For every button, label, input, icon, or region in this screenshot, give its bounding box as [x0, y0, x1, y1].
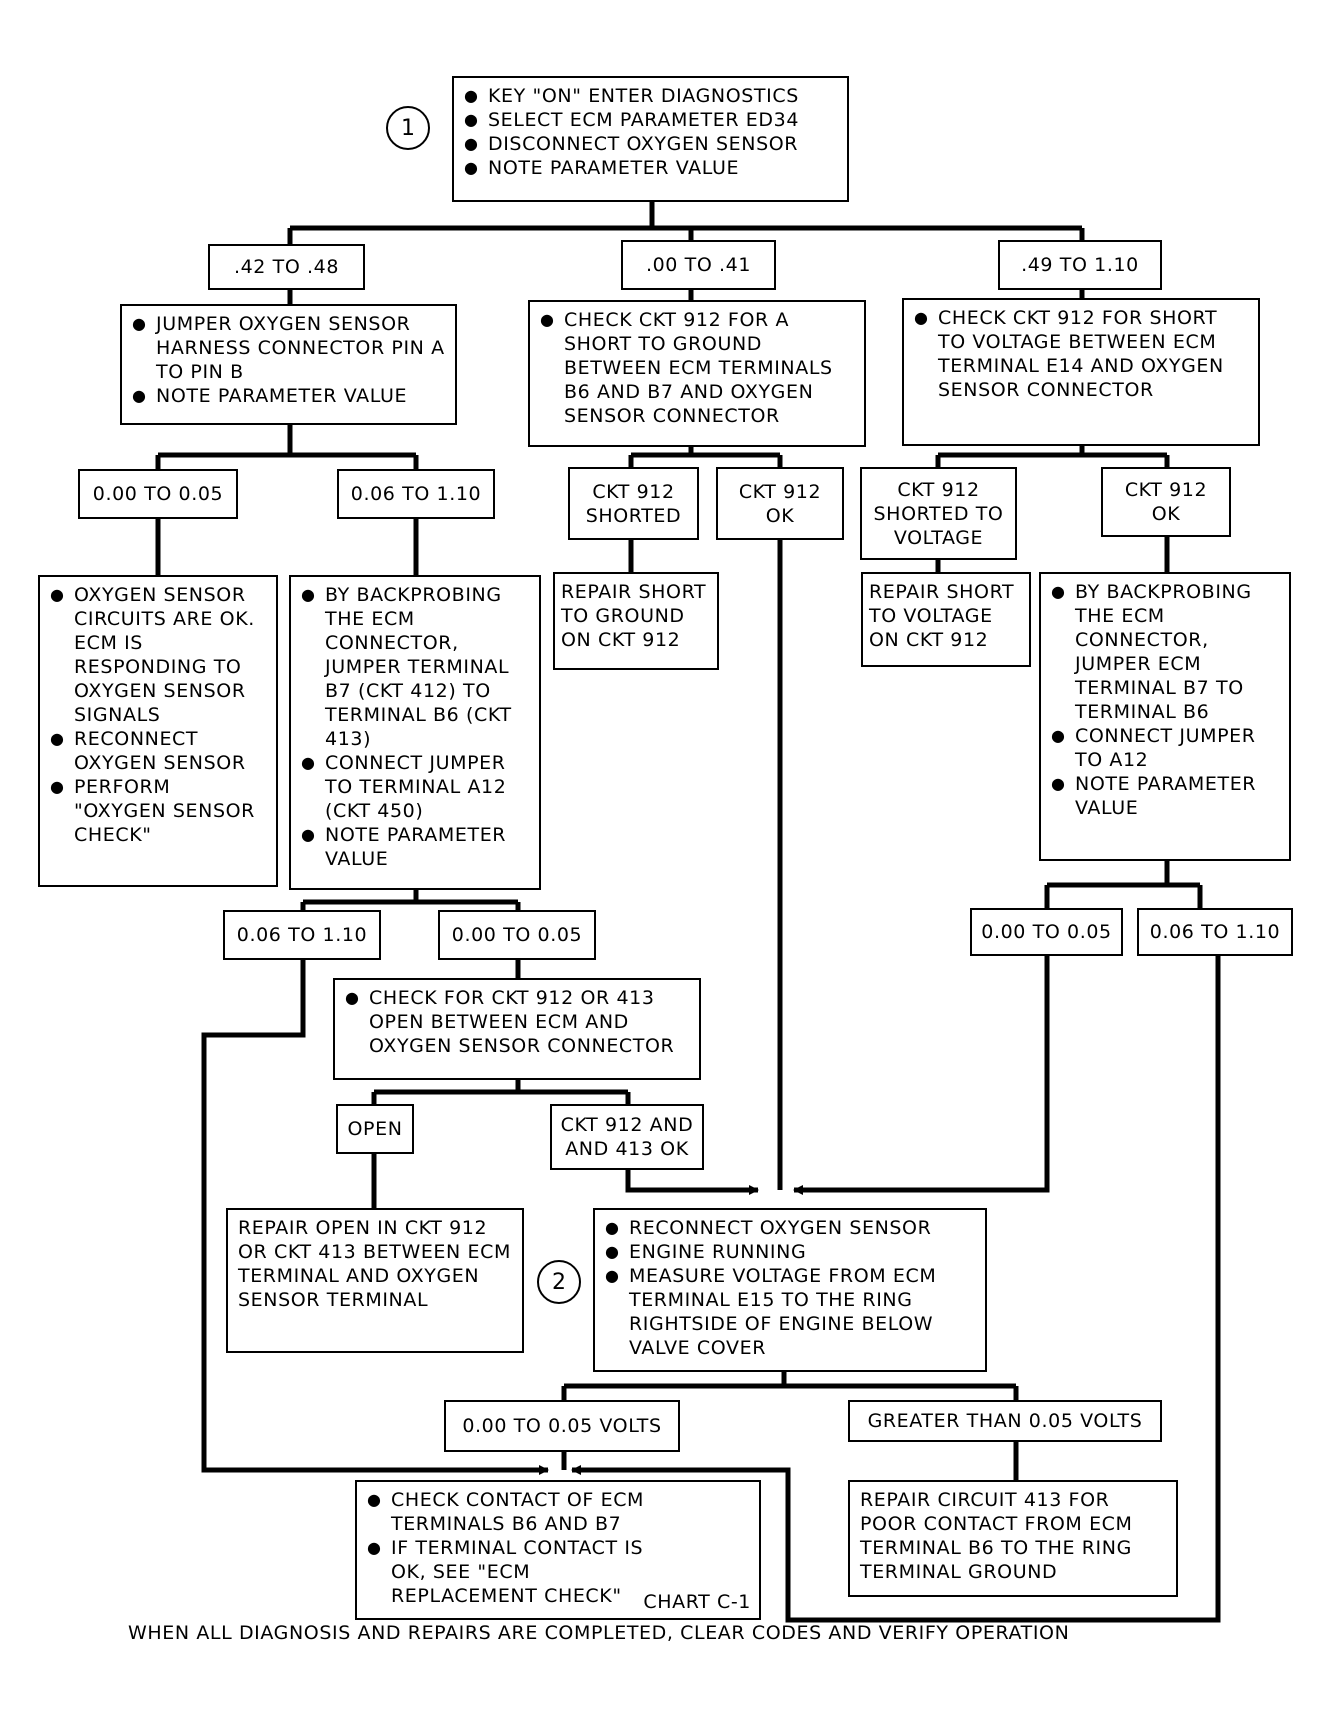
- final-item: IF TERMINAL CONTACT IS OK, SEE "ECM REPL…: [367, 1536, 749, 1608]
- repair-high-box: REPAIR CIRCUIT 413 FOR POOR CONTACT FROM…: [848, 1480, 1178, 1597]
- left-result-high-label: 0.06 TO 1.10: [223, 910, 381, 960]
- repair-open-box: REPAIR OPEN IN CKT 912 OR CKT 413 BETWEE…: [226, 1208, 524, 1353]
- right-repair-text: REPAIR SHORT TO VOLTAGE ON CKT 912: [869, 581, 1015, 651]
- left-high-action-item: CONNECT JUMPER TO TERMINAL A12 (CKT 450): [301, 751, 529, 823]
- left-low-action-box: OXYGEN SENSOR CIRCUITS ARE OK. ECM IS RE…: [38, 575, 278, 887]
- step2-high-label: GREATER THAN 0.05 VOLTS: [848, 1400, 1162, 1442]
- range-label-right: .49 TO 1.10: [998, 240, 1162, 290]
- final-item: CHECK CONTACT OF ECM TERMINALS B6 AND B7: [367, 1488, 749, 1536]
- check-open-box: CHECK FOR CKT 912 OR 413 OPEN BETWEEN EC…: [333, 978, 701, 1080]
- step2-item: RECONNECT OXYGEN SENSOR: [605, 1216, 975, 1240]
- left-low-action-item: OXYGEN SENSOR CIRCUITS ARE OK. ECM IS RE…: [50, 583, 266, 727]
- step-2-marker: 2: [537, 1260, 581, 1304]
- middle-action-box: CHECK CKT 912 FOR A SHORT TO GROUND BETW…: [528, 300, 866, 447]
- final-box: CHECK CONTACT OF ECM TERMINALS B6 AND B7…: [355, 1480, 761, 1620]
- start-box: KEY "ON" ENTER DIAGNOSTICS SELECT ECM PA…: [452, 76, 849, 202]
- right-ok-action-box: BY BACKPROBING THE ECM CONNECTOR, JUMPER…: [1039, 572, 1291, 861]
- right-repair-box: REPAIR SHORT TO VOLTAGE ON CKT 912: [861, 572, 1031, 667]
- left-result-low-label: 0.00 TO 0.05: [438, 910, 596, 960]
- right-action-box: CHECK CKT 912 FOR SHORT TO VOLTAGE BETWE…: [902, 298, 1260, 446]
- right-shorted-label: CKT 912 SHORTED TO VOLTAGE: [860, 467, 1017, 560]
- right-ok-action-item: CONNECT JUMPER TO A12: [1051, 724, 1279, 772]
- step2-item: MEASURE VOLTAGE FROM ECM TERMINAL E15 TO…: [605, 1264, 975, 1360]
- left-high-action-box: BY BACKPROBING THE ECM CONNECTOR, JUMPER…: [289, 575, 541, 890]
- left-action-item: NOTE PARAMETER VALUE: [132, 384, 445, 408]
- step2-low-label: 0.00 TO 0.05 VOLTS: [444, 1400, 680, 1452]
- start-item: NOTE PARAMETER VALUE: [464, 156, 837, 180]
- left-action-box: JUMPER OXYGEN SENSOR HARNESS CONNECTOR P…: [120, 304, 457, 425]
- right-result-high-label: 0.06 TO 1.10: [1137, 908, 1293, 956]
- repair-open-text: REPAIR OPEN IN CKT 912 OR CKT 413 BETWEE…: [238, 1217, 511, 1311]
- range-label-middle: .00 TO .41: [621, 240, 776, 290]
- right-ok-action-item: NOTE PARAMETER VALUE: [1051, 772, 1279, 820]
- left-action-item: JUMPER OXYGEN SENSOR HARNESS CONNECTOR P…: [132, 312, 445, 384]
- left-high-action-item: BY BACKPROBING THE ECM CONNECTOR, JUMPER…: [301, 583, 529, 751]
- left-high-label: 0.06 TO 1.10: [337, 469, 495, 519]
- ok-913-label: CKT 912 AND AND 413 OK: [550, 1104, 704, 1170]
- open-label: OPEN: [336, 1104, 414, 1154]
- middle-repair-text: REPAIR SHORT TO GROUND ON CKT 912: [561, 581, 707, 651]
- step2-box: RECONNECT OXYGEN SENSOR ENGINE RUNNING M…: [593, 1208, 987, 1372]
- step-1-marker: 1: [386, 106, 430, 150]
- middle-action-item: CHECK CKT 912 FOR A SHORT TO GROUND BETW…: [540, 308, 854, 428]
- left-low-label: 0.00 TO 0.05: [78, 469, 238, 519]
- range-label-left: .42 TO .48: [208, 244, 365, 290]
- start-item: SELECT ECM PARAMETER ED34: [464, 108, 837, 132]
- right-ok-label: CKT 912 OK: [1101, 467, 1231, 537]
- right-action-item: CHECK CKT 912 FOR SHORT TO VOLTAGE BETWE…: [914, 306, 1248, 402]
- middle-shorted-label: CKT 912 SHORTED: [568, 467, 699, 540]
- start-item: KEY "ON" ENTER DIAGNOSTICS: [464, 84, 837, 108]
- middle-ok-label: CKT 912 OK: [716, 467, 844, 540]
- left-low-action-item: RECONNECT OXYGEN SENSOR: [50, 727, 266, 775]
- right-ok-action-item: BY BACKPROBING THE ECM CONNECTOR, JUMPER…: [1051, 580, 1279, 724]
- left-low-action-item: PERFORM "OXYGEN SENSOR CHECK": [50, 775, 266, 847]
- footer-note: WHEN ALL DIAGNOSIS AND REPAIRS ARE COMPL…: [128, 1622, 1070, 1644]
- left-high-action-item: NOTE PARAMETER VALUE: [301, 823, 529, 871]
- start-item: DISCONNECT OXYGEN SENSOR: [464, 132, 837, 156]
- middle-repair-box: REPAIR SHORT TO GROUND ON CKT 912: [553, 572, 719, 670]
- step2-item: ENGINE RUNNING: [605, 1240, 975, 1264]
- check-open-item: CHECK FOR CKT 912 OR 413 OPEN BETWEEN EC…: [345, 986, 689, 1058]
- repair-high-text: REPAIR CIRCUIT 413 FOR POOR CONTACT FROM…: [860, 1489, 1133, 1583]
- right-result-low-label: 0.00 TO 0.05: [970, 908, 1123, 956]
- chart-reference: CHART C-1: [643, 1591, 751, 1613]
